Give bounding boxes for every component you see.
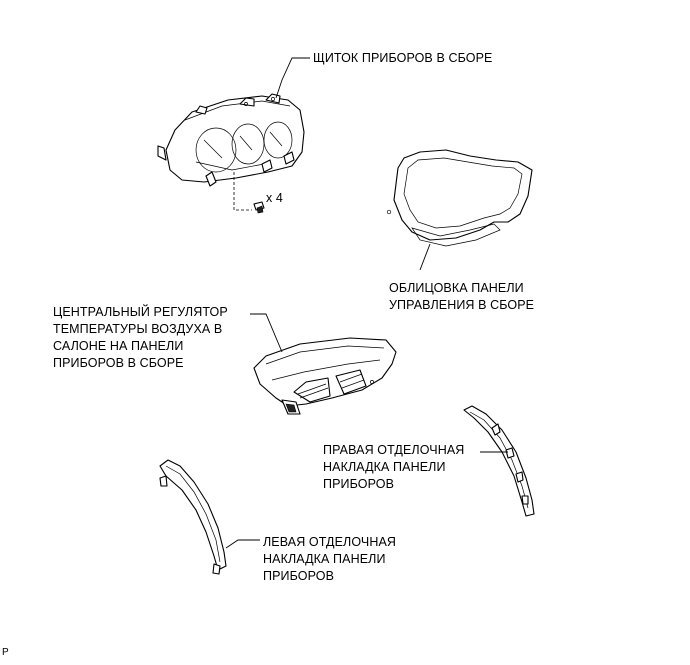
center-register-leader-line — [250, 313, 283, 353]
cluster-leader-line — [275, 57, 310, 99]
cluster-finish-panel-drawing — [386, 149, 533, 247]
left-trim-leader-line — [225, 539, 260, 549]
left-trim-strip-drawing — [159, 459, 227, 575]
right-trim-strip-drawing — [463, 405, 535, 517]
label-right-trim-strip: ПРАВАЯ ОТДЕЛОЧНАЯ НАКЛАДКА ПАНЕЛИ ПРИБОР… — [323, 443, 465, 491]
screw-drawing — [233, 172, 265, 214]
cluster-finish-leader-line — [419, 243, 431, 271]
label-screw-count: x 4 — [266, 191, 283, 205]
corner-mark: P — [2, 647, 9, 658]
center-register-drawing — [253, 337, 397, 415]
label-left-trim-strip: ЛЕВАЯ ОТДЕЛОЧНАЯ НАКЛАДКА ПАНЕЛИ ПРИБОРО… — [263, 535, 397, 583]
instrument-cluster-drawing — [157, 93, 305, 187]
label-center-register: ЦЕНТРАЛЬНЫЙ РЕГУЛЯТОР ТЕМПЕРАТУРЫ ВОЗДУХ… — [53, 305, 228, 370]
label-instrument-cluster: ЩИТОК ПРИБОРОВ В СБОРЕ — [313, 51, 493, 65]
label-cluster-finish-panel: ОБЛИЦОВКА ПАНЕЛИ УПРАВЛЕНИЯ В СБОРЕ — [389, 281, 535, 312]
